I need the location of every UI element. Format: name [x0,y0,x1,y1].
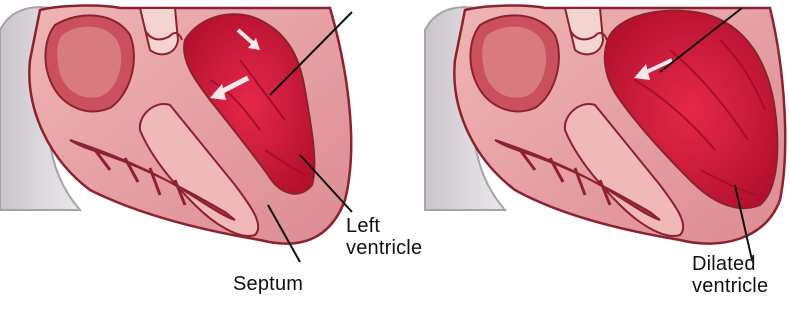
label-dilated-line1: Dilated [692,254,756,275]
label-septum: Septum [233,274,303,295]
label-dilated-line2: ventricle [692,276,768,297]
label-left-ventricle-line2: ventricle [346,238,422,259]
dilated-heart-cross-section [425,6,785,244]
normal-heart-cross-section [0,6,351,244]
label-left-ventricle-line1: Left [346,216,380,237]
